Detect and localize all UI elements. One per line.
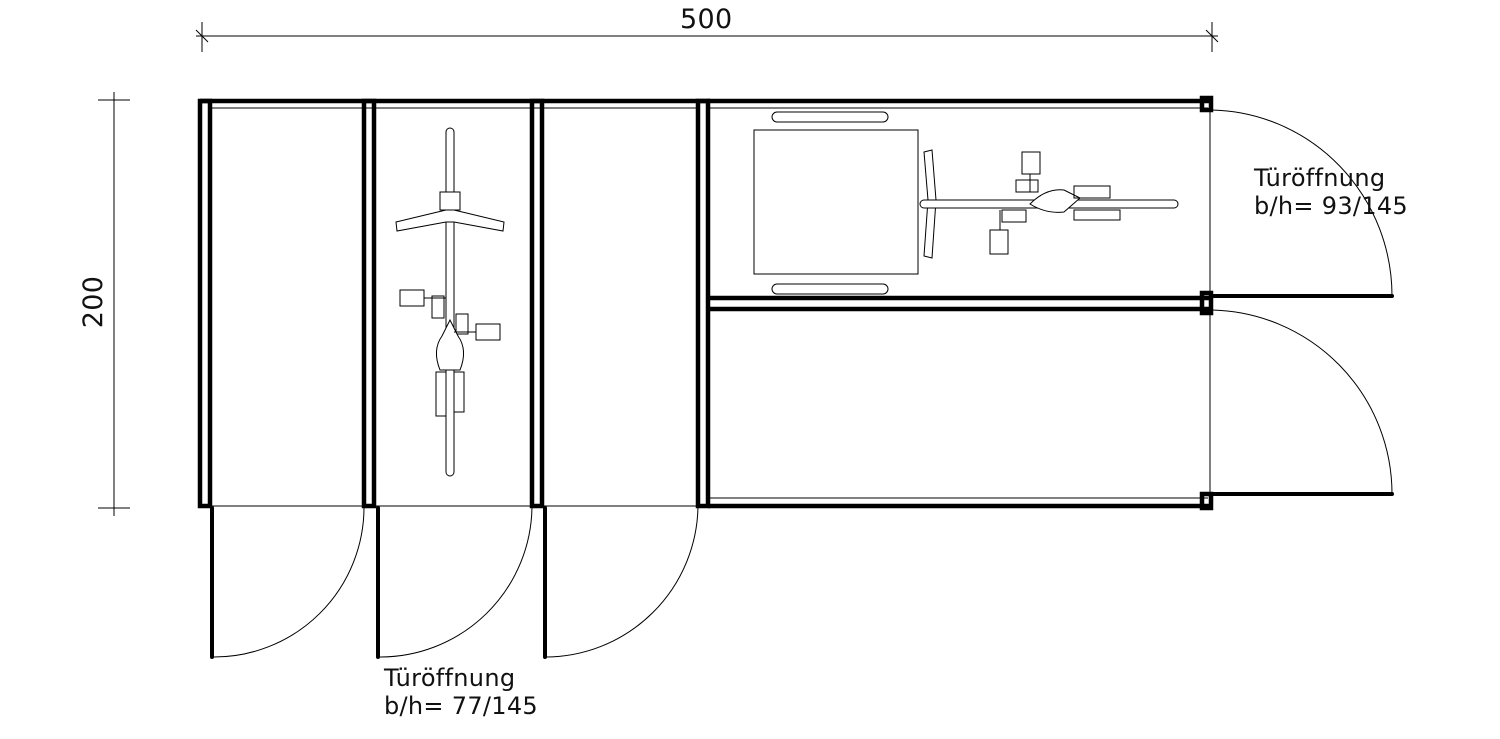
side-door-note-size: b/h= 93/145 [1254,192,1409,220]
side-door-note: Türöffnung b/h= 93/145 [1254,164,1408,220]
side-door-note-title: Türöffnung [1254,164,1386,192]
front-door-note-title: Türöffnung [384,664,516,692]
cargo-box-block [708,95,1214,511]
front-door-note: Türöffnung b/h= 77/145 [384,664,538,720]
door-upper-box [1210,109,1394,298]
door-box-2 [376,505,533,659]
bicycle-icon [395,127,505,477]
side-doors [1210,109,1394,496]
width-dimension [195,22,1219,52]
height-dimension [98,92,130,516]
bike-box-row [197,98,711,509]
door-box-3 [543,505,699,659]
door-box-1 [210,505,365,659]
door-lower-box [1210,309,1394,496]
front-doors [210,505,699,659]
cargo-bike-icon [753,111,1179,295]
front-door-note-size: b/h= 77/145 [384,692,539,720]
height-dimension-label: 200 [78,275,109,329]
width-dimension-label: 500 [680,4,733,35]
